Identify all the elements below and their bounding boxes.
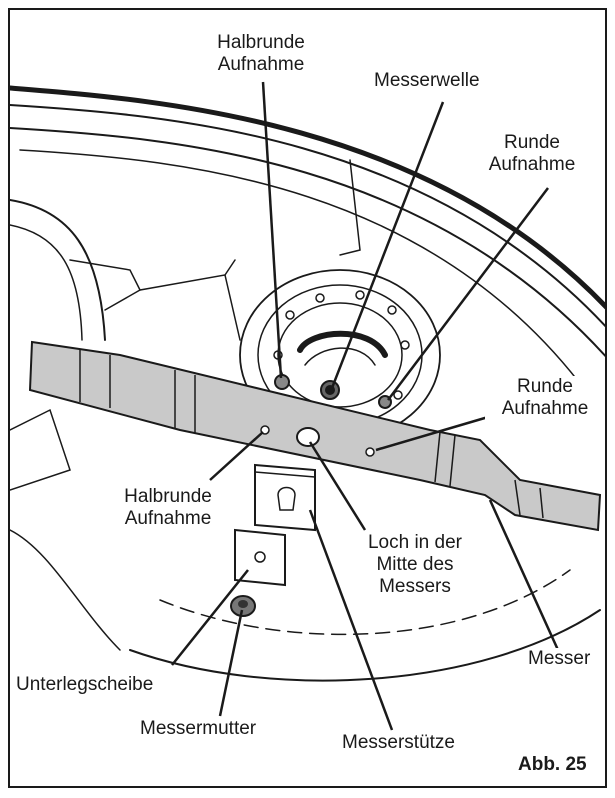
label-unterlegscheibe: Unterlegscheibe	[16, 674, 154, 696]
figure-caption: Abb. 25	[518, 754, 587, 775]
deck-rib-2	[104, 289, 141, 311]
label-line: Mitte des	[376, 554, 454, 575]
label-loch-in-der-mitte: Loch in der Mitte des Messers	[355, 532, 475, 598]
label-line: Loch in der	[367, 532, 462, 553]
housing-inner-arc-2	[304, 347, 376, 366]
deck-left-arm	[10, 199, 106, 341]
leader-halbrunde-top	[261, 81, 283, 379]
label-messerstuetze: Messerstütze	[342, 732, 455, 754]
deck-rim-2	[10, 104, 605, 328]
housing-inner-arc	[297, 330, 388, 358]
deck-left-wave	[10, 529, 121, 651]
deck-left-lower	[10, 408, 71, 491]
blade-hole-round	[365, 447, 375, 457]
label-line: Halbrunde	[124, 486, 212, 507]
label-messermutter: Messermutter	[140, 718, 257, 740]
leader-messermutter	[218, 609, 244, 717]
label-halbrunde-aufnahme-top: Halbrunde Aufnahme	[186, 32, 336, 76]
label-line: Halbrunde	[217, 32, 305, 53]
label-line: Aufnahme	[217, 54, 305, 75]
deck-rim-4	[19, 149, 586, 391]
leader-messer	[488, 499, 560, 651]
leader-messerwelle	[330, 101, 445, 389]
label-halbrunde-aufnahme-mid: Halbrunde Aufnahme	[108, 486, 228, 530]
label-runde-aufnahme-top: Runde Aufnahme	[472, 132, 592, 176]
leader-unterlegscheibe	[171, 569, 249, 666]
label-line: Runde	[504, 132, 560, 153]
housing-ring-3	[277, 302, 403, 408]
label-line: Aufnahme	[488, 154, 576, 175]
leader-loch	[308, 441, 367, 531]
label-line: Aufnahme	[124, 508, 212, 529]
deck-rim-outer	[10, 85, 605, 310]
figure-frame: Halbrunde Aufnahme Messerwelle Runde Auf…	[8, 8, 607, 788]
deck-left-arm-2	[10, 224, 83, 341]
deck-bottom-curve-2	[159, 569, 571, 636]
blade-center-hole	[296, 427, 320, 447]
deck-rib-3	[224, 274, 241, 341]
label-line: Aufnahme	[501, 398, 589, 419]
deck-rim-3	[10, 127, 605, 358]
label-messer: Messer	[528, 648, 591, 670]
label-messerwelle: Messerwelle	[374, 70, 480, 92]
leader-runde-mid	[375, 413, 496, 452]
mower-deck-drawing	[10, 81, 605, 731]
leader-halbrunde-mid	[209, 431, 264, 481]
leader-runde-top	[387, 187, 549, 401]
label-line: Messers	[379, 576, 451, 597]
label-runde-aufnahme-mid: Runde Aufnahme	[485, 376, 605, 420]
leader-messerstuetze	[308, 509, 394, 731]
deck-rib-4	[339, 159, 361, 256]
label-line: Runde	[517, 376, 573, 397]
